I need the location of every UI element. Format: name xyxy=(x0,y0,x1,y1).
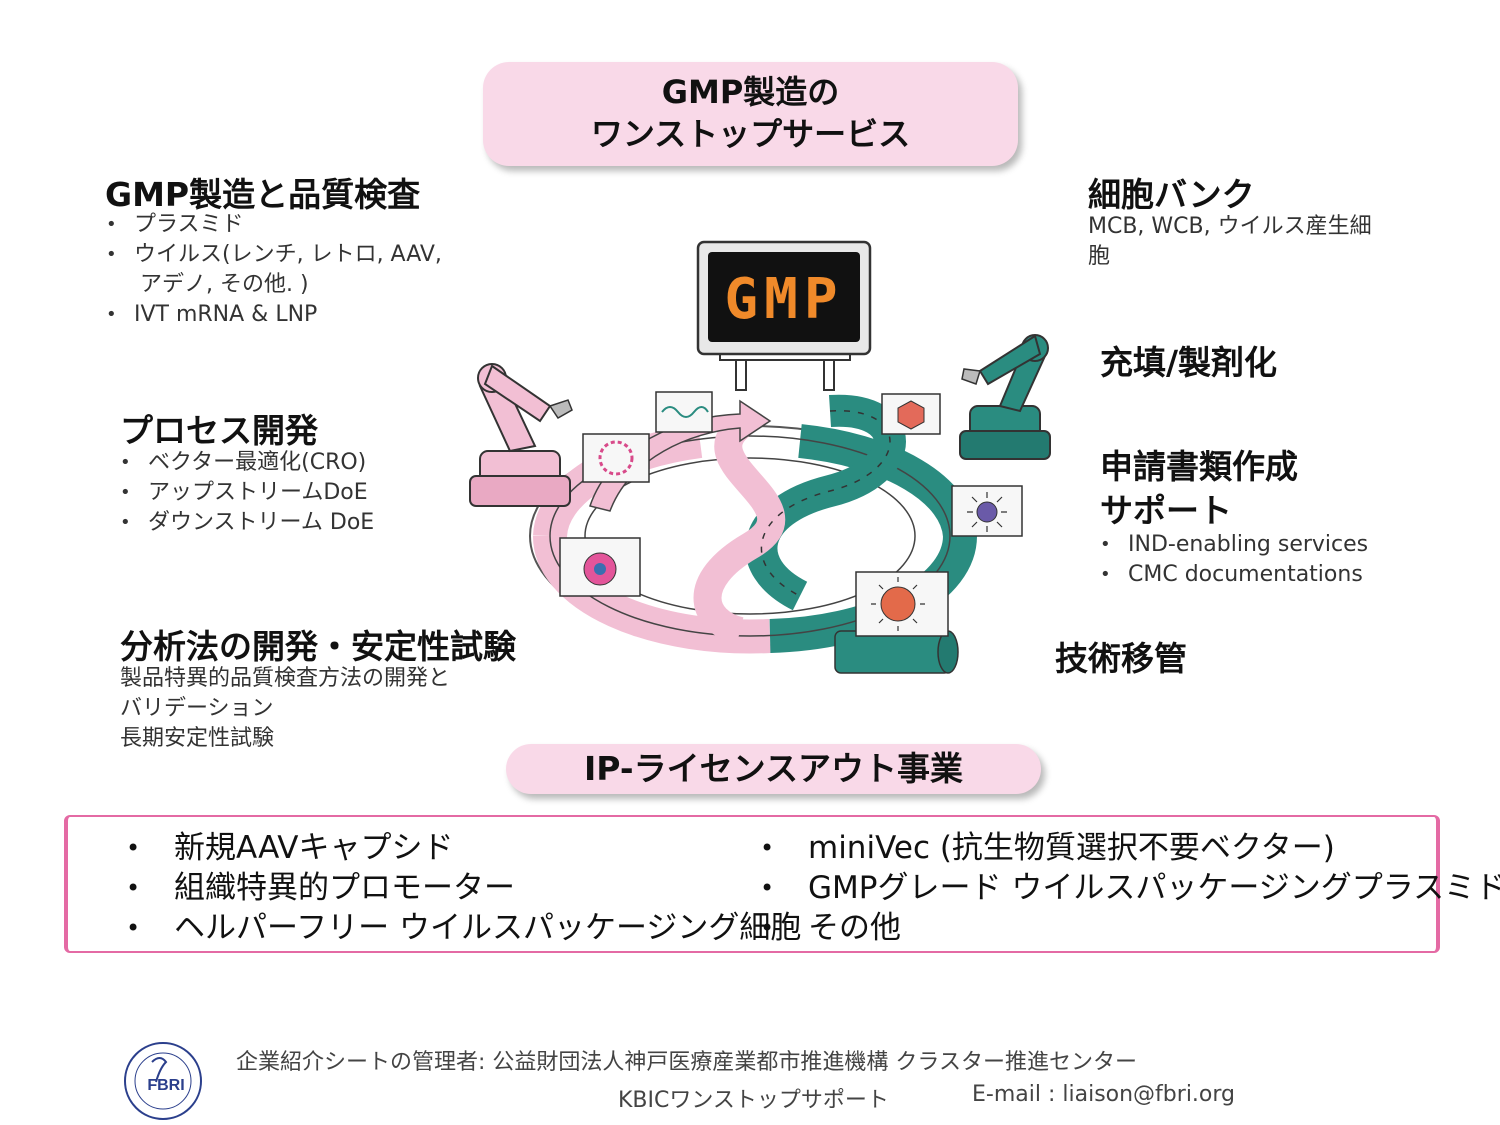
cell-box-left-icon xyxy=(559,537,641,597)
gmp-monitor-icon: GMP xyxy=(696,240,872,391)
gmp-manufacturing-list: プラスミド ウイルス(レンチ, レトロ, AAV, アデノ, その他. ) IV… xyxy=(104,210,442,330)
list-item: プラスミド xyxy=(104,210,442,240)
robot-arm-right-icon xyxy=(959,334,1051,460)
footer-admin-line: 企業紹介シートの管理者: 公益財団法人神戸医療産業都市推進機構 クラスター推進セ… xyxy=(236,1050,1137,1075)
list-item: IND-enabling services xyxy=(1098,530,1368,560)
ip-license-banner: IP-ライセンスアウト事業 xyxy=(506,744,1041,794)
analytics-line-2: バリデーション xyxy=(120,696,274,721)
list-item: IVT mRNA & LNP xyxy=(104,300,442,330)
ip-list-right: miniVec (抗生物質選択不要ベクター) GMPグレード ウイルスパッケージ… xyxy=(756,828,1500,948)
analytics-line-3: 長期安定性試験 xyxy=(120,726,275,751)
plasmid-box-icon xyxy=(582,433,650,483)
list-item: ベクター最適化(CRO) xyxy=(118,448,374,478)
list-item: ウイルス(レンチ, レトロ, AAV, xyxy=(104,240,442,270)
virus-box-bottom-icon xyxy=(855,571,949,637)
virus-box-top-icon xyxy=(881,393,941,435)
ip-list-left: 新規AAVキャプシド 組織特異的プロモーター ヘルパーフリー ウイルスパッケージ… xyxy=(122,828,801,948)
list-item-continuation: アデノ, その他. ) xyxy=(104,270,442,300)
list-item-cont-text: アデノ, その他. ) xyxy=(140,272,309,297)
list-item: ヘルパーフリー ウイルスパッケージング細胞 xyxy=(122,908,801,948)
fill-finish-title: 充填/製剤化 xyxy=(1100,343,1278,382)
cell-bank-line-2: 胞 xyxy=(1088,244,1111,269)
analytics-title: 分析法の開発・安定性試験 xyxy=(120,627,516,666)
banner-line1: GMP製造の xyxy=(661,73,840,112)
process-dev-title: プロセス開発 xyxy=(120,411,318,450)
gmp-manufacturing-title: GMP製造と品質検査 xyxy=(105,175,421,214)
regulatory-title-2: サポート xyxy=(1100,491,1232,530)
regulatory-list: IND-enabling services CMC documentations xyxy=(1098,530,1368,590)
list-item: ダウンストリーム DoE xyxy=(118,508,374,538)
virus-box-right-icon xyxy=(951,485,1023,537)
regulatory-title-1: 申請書類作成 xyxy=(1100,447,1298,486)
process-dev-list: ベクター最適化(CRO) アップストリームDoE ダウンストリーム DoE xyxy=(118,448,374,538)
robot-arm-left-icon xyxy=(469,363,573,507)
footer-email[interactable]: E-mail : liaison@fbri.org xyxy=(972,1082,1236,1107)
gmp-process-illustration: GMP xyxy=(469,240,1051,674)
dna-box-icon xyxy=(655,391,713,433)
list-item: アップストリームDoE xyxy=(118,478,374,508)
list-item: GMPグレード ウイルスパッケージングプラスミド xyxy=(756,868,1500,908)
monitor-gmp-text: GMP xyxy=(724,267,843,332)
list-item: 新規AAVキャプシド xyxy=(122,828,801,868)
one-stop-service-banner: GMP製造の ワンストップサービス xyxy=(483,62,1018,166)
analytics-line-1: 製品特異的品質検査方法の開発と xyxy=(120,666,451,691)
banner-line2: ワンストップサービス xyxy=(590,115,911,153)
tech-transfer-title: 技術移管 xyxy=(1055,639,1187,678)
list-item: miniVec (抗生物質選択不要ベクター) xyxy=(756,828,1500,868)
list-item: その他 xyxy=(756,908,1500,948)
logo-text: FBRI xyxy=(147,1077,184,1094)
footer-support-name: KBICワンストップサポート xyxy=(618,1088,889,1113)
ip-banner-title: IP-ライセンスアウト事業 xyxy=(584,748,963,788)
cell-bank-title: 細胞バンク xyxy=(1088,175,1255,214)
list-item: 組織特異的プロモーター xyxy=(122,868,801,908)
list-item: CMC documentations xyxy=(1098,560,1368,590)
cell-bank-line-1: MCB, WCB, ウイルス産生細 xyxy=(1088,214,1372,239)
fbri-logo: FBRI xyxy=(124,1042,202,1120)
